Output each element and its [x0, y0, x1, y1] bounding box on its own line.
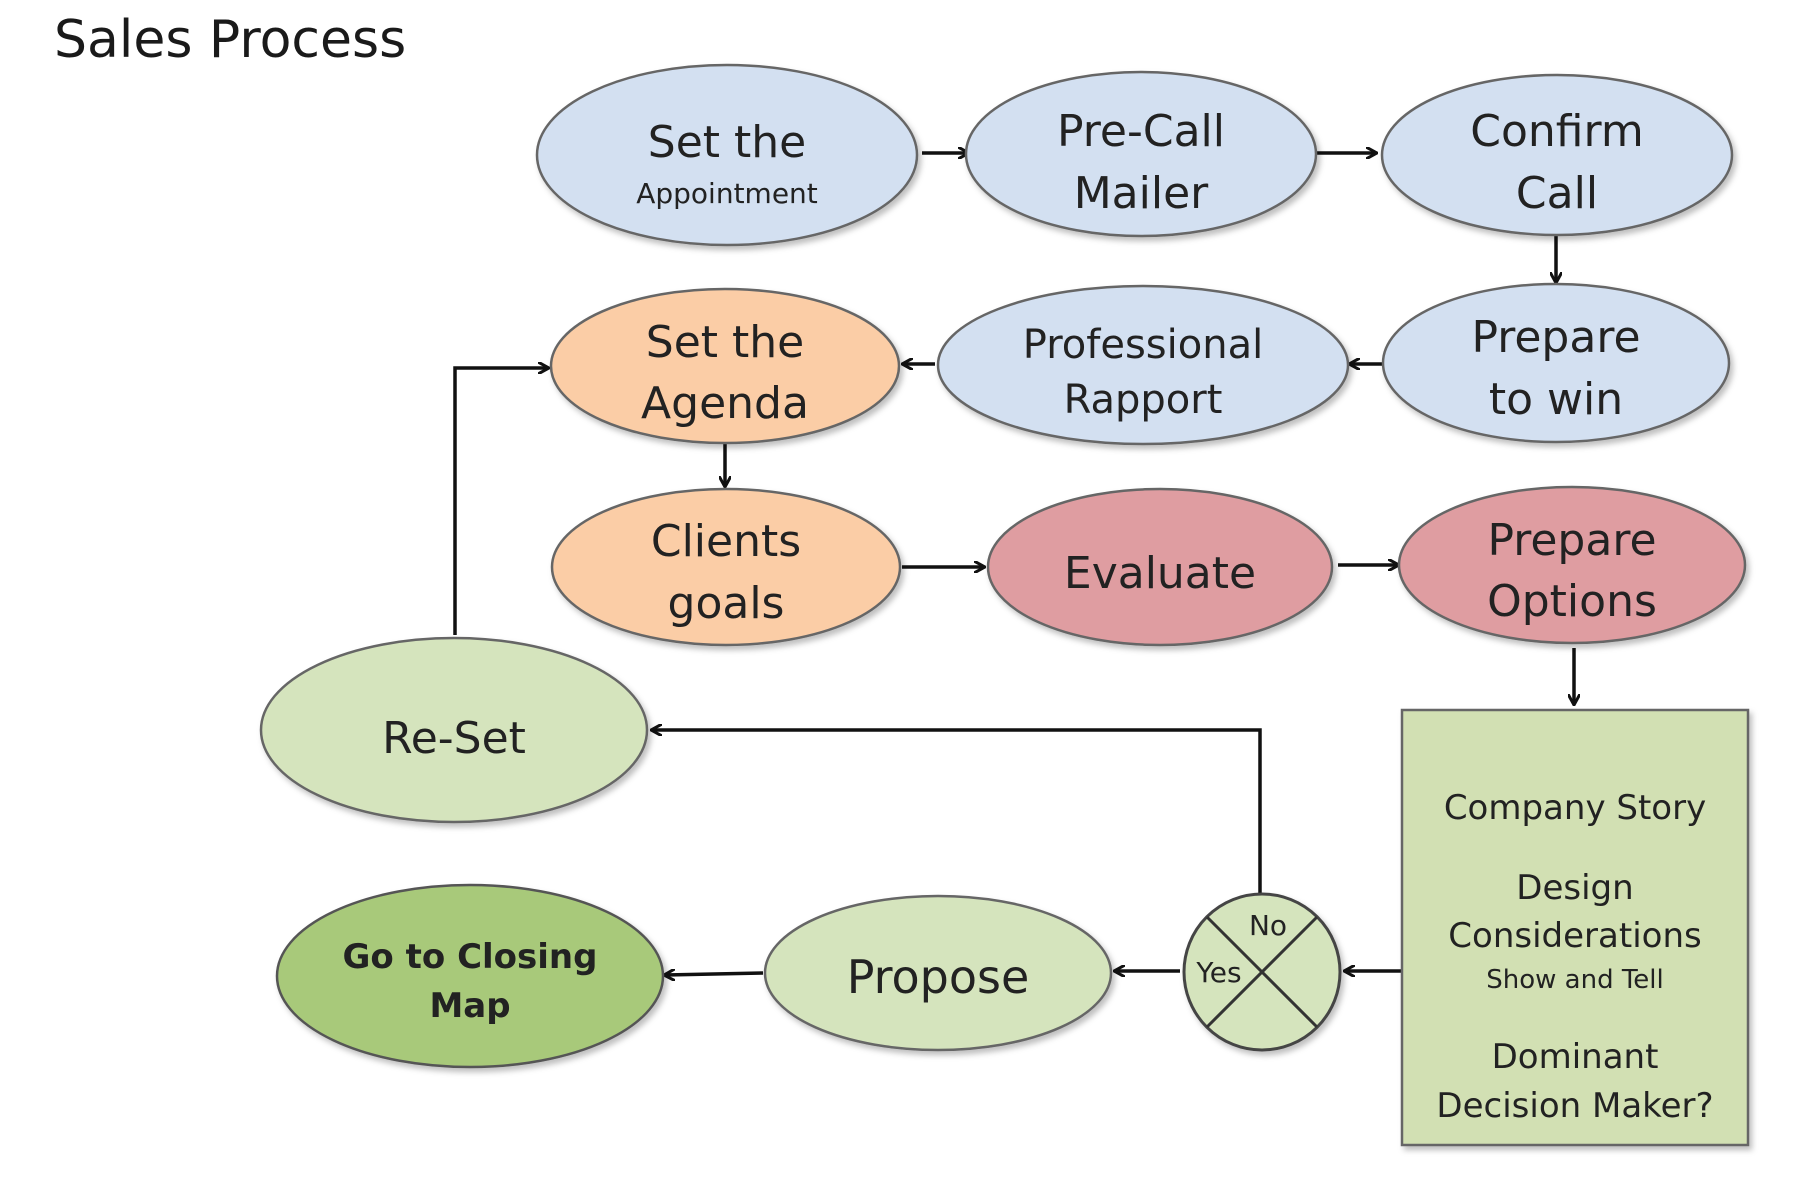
svg-text:Call: Call [1516, 168, 1598, 219]
svg-text:Considerations: Considerations [1448, 916, 1701, 956]
edge-reset-to-agenda [453, 368, 548, 635]
svg-text:Go to Closing: Go to Closing [343, 937, 598, 977]
svg-text:Dominant: Dominant [1492, 1037, 1659, 1077]
node-confirm-call: Confirm Call [1380, 73, 1734, 237]
svg-text:Decision Maker?: Decision Maker? [1436, 1086, 1713, 1126]
svg-text:Options: Options [1487, 576, 1657, 627]
svg-text:Design: Design [1516, 868, 1633, 908]
node-prepare-options: Prepare Options [1397, 485, 1747, 645]
svg-text:Prepare: Prepare [1471, 312, 1640, 363]
decision-yes-label: Yes [1195, 956, 1241, 989]
svg-text:Re-Set: Re-Set [382, 713, 526, 764]
svg-text:Confirm: Confirm [1470, 106, 1643, 157]
edge-decision-no-to-reset [652, 730, 1262, 897]
svg-text:Clients: Clients [651, 516, 801, 567]
svg-text:Pre-Call: Pre-Call [1057, 106, 1225, 157]
page-title: Sales Process [54, 10, 407, 70]
node-prepare-to-win: Prepare to win [1381, 282, 1731, 444]
svg-text:Prepare: Prepare [1487, 515, 1656, 566]
svg-text:Agenda: Agenda [641, 378, 809, 429]
svg-text:to win: to win [1489, 374, 1623, 425]
svg-text:Set the: Set the [646, 317, 804, 368]
svg-text:Show and Tell: Show and Tell [1486, 965, 1664, 995]
svg-text:Professional: Professional [1023, 322, 1263, 368]
svg-text:Set the: Set the [648, 117, 806, 168]
node-evaluate: Evaluate [986, 487, 1334, 647]
svg-text:Appointment: Appointment [636, 177, 818, 210]
node-set-appointment: Set the Appointment [535, 63, 919, 247]
node-pre-call-mailer: Pre-Call Mailer [964, 70, 1318, 238]
svg-text:Rapport: Rapport [1064, 377, 1223, 423]
node-professional-rapport: Professional Rapport [936, 284, 1350, 446]
node-re-set: Re-Set [259, 636, 649, 824]
svg-text:Propose: Propose [847, 950, 1030, 1004]
edges [453, 153, 1574, 975]
edge-propose-to-closing [665, 973, 764, 975]
svg-text:Mailer: Mailer [1074, 168, 1209, 219]
node-go-to-closing-map: Go to Closing Map [275, 883, 665, 1069]
node-clients-goals: Clients goals [550, 487, 902, 647]
svg-text:goals: goals [668, 578, 785, 629]
node-set-agenda: Set the Agenda [549, 287, 901, 445]
svg-text:Map: Map [429, 986, 510, 1026]
svg-text:Company Story: Company Story [1444, 788, 1706, 828]
decision-no-label: No [1249, 909, 1287, 942]
svg-text:Evaluate: Evaluate [1064, 548, 1256, 599]
decision-node: No Yes [1182, 892, 1342, 1052]
decision-box: Company Story Design Considerations Show… [1400, 708, 1750, 1147]
node-propose: Propose [763, 894, 1113, 1052]
